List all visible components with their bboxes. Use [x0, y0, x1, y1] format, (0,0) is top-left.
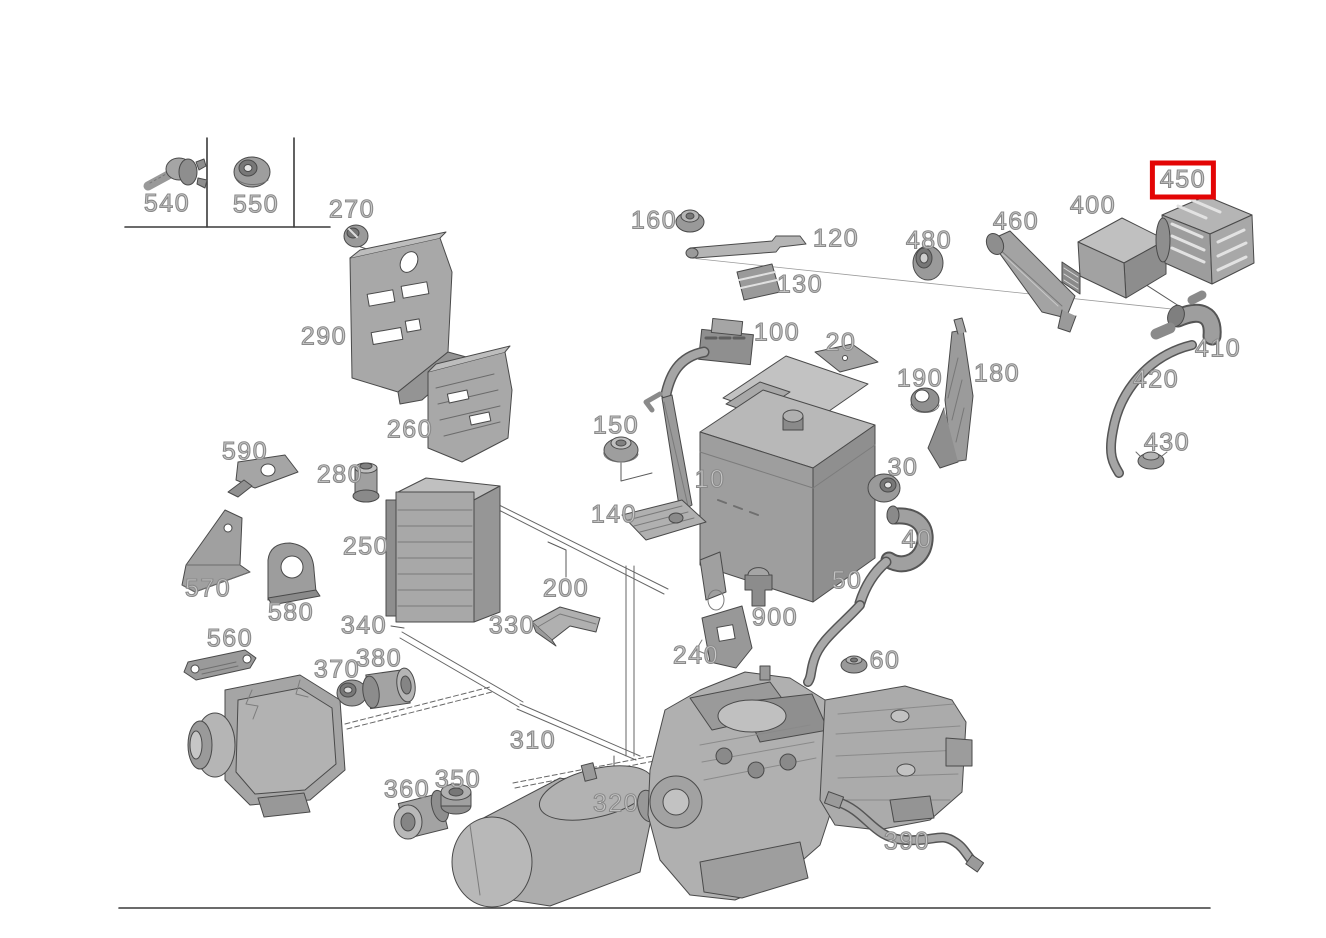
part-label-100[interactable]: 100: [753, 318, 801, 347]
part-label-370[interactable]: 370: [313, 655, 361, 684]
part-label-280[interactable]: 280: [316, 460, 364, 489]
part-label-250[interactable]: 250: [342, 532, 390, 561]
part-label-20[interactable]: 20: [825, 328, 857, 357]
part-label-180[interactable]: 180: [973, 359, 1021, 388]
bushing-380: [362, 667, 416, 710]
part-label-50[interactable]: 50: [831, 566, 863, 595]
nut-160: [675, 209, 705, 233]
part-label-450[interactable]: 450: [1149, 160, 1217, 200]
part-label-460[interactable]: 460: [992, 207, 1040, 236]
part-label-10[interactable]: 10: [694, 465, 726, 494]
hold-down-plate-20: [814, 343, 879, 373]
clamp-140: [621, 394, 707, 541]
control-module-250: [385, 477, 501, 623]
strap-560: [183, 649, 257, 681]
bracket-570: [181, 509, 251, 593]
grommet-370: [336, 679, 368, 707]
part-label-240[interactable]: 240: [672, 641, 720, 670]
grommet-430: [1135, 451, 1168, 470]
part-label-150[interactable]: 150: [592, 411, 640, 440]
harness-lines: [344, 496, 671, 789]
part-label-550[interactable]: 550: [232, 190, 280, 219]
block-900: [744, 567, 773, 607]
part-label-330[interactable]: 330: [488, 611, 536, 640]
part-label-120[interactable]: 120: [812, 224, 860, 253]
part-label-540[interactable]: 540: [143, 189, 191, 218]
part-label-480[interactable]: 480: [905, 226, 953, 255]
elbow-40: [854, 505, 934, 609]
grommet-60: [840, 655, 868, 674]
nut-150: [603, 436, 639, 463]
part-label-340[interactable]: 340: [340, 611, 388, 640]
bracket-180: [927, 317, 974, 469]
bracket-260: [427, 345, 513, 463]
part-label-140[interactable]: 140: [590, 500, 638, 529]
cover-400: [1061, 217, 1167, 299]
part-label-580[interactable]: 580: [267, 598, 315, 627]
part-label-190[interactable]: 190: [896, 364, 944, 393]
bracket-240: [695, 551, 753, 669]
part-label-420[interactable]: 420: [1132, 365, 1180, 394]
starter-motor: [451, 762, 659, 908]
bracket-460: [985, 230, 1077, 333]
terminal-100: [643, 317, 754, 413]
part-label-360[interactable]: 360: [383, 775, 431, 804]
bracket-590: [227, 454, 299, 498]
hose-420: [1105, 340, 1197, 478]
part-label-260[interactable]: 260: [386, 415, 434, 444]
part-label-310[interactable]: 310: [509, 726, 557, 755]
spacer-280: [352, 462, 380, 503]
plate-130: [736, 263, 781, 301]
elbow-410: [1150, 290, 1222, 346]
rod-120: [685, 235, 807, 259]
nut-480: [912, 245, 944, 281]
part-label-270[interactable]: 270: [328, 195, 376, 224]
bracket-330: [531, 606, 601, 647]
part-label-350[interactable]: 350: [434, 765, 482, 794]
connector-450: [1155, 195, 1255, 285]
part-label-410[interactable]: 410: [1194, 334, 1242, 363]
part-label-560[interactable]: 560: [206, 624, 254, 653]
part-label-200[interactable]: 200: [542, 574, 590, 603]
part-label-900[interactable]: 900: [751, 603, 799, 632]
alternator: [187, 674, 346, 818]
grommet-270: [343, 224, 369, 248]
part-label-390[interactable]: 390: [883, 827, 931, 856]
screw-540: [143, 157, 208, 191]
part-label-400[interactable]: 400: [1069, 191, 1117, 220]
part-label-320[interactable]: 320: [592, 789, 640, 818]
part-label-60[interactable]: 60: [869, 646, 901, 675]
part-label-430[interactable]: 430: [1143, 428, 1191, 457]
part-label-380[interactable]: 380: [355, 644, 403, 673]
grommet-30: [867, 473, 901, 503]
nut-350: [440, 783, 472, 815]
part-label-130[interactable]: 130: [776, 270, 824, 299]
transmission: [819, 685, 973, 831]
nut-550: [233, 156, 271, 188]
hose-50: [803, 600, 865, 687]
part-label-570[interactable]: 570: [184, 574, 232, 603]
part-label-590[interactable]: 590: [221, 437, 269, 466]
battery-10: [699, 355, 876, 603]
bracket-580: [267, 542, 321, 606]
part-label-30[interactable]: 30: [887, 453, 919, 482]
part-label-160[interactable]: 160: [630, 206, 678, 235]
part-label-290[interactable]: 290: [300, 322, 348, 351]
nut-190: [910, 387, 940, 414]
engine: [647, 665, 839, 901]
part-label-40[interactable]: 40: [901, 525, 933, 554]
fastener-table-rules: [124, 137, 331, 228]
ground-cable-390: [823, 791, 985, 873]
